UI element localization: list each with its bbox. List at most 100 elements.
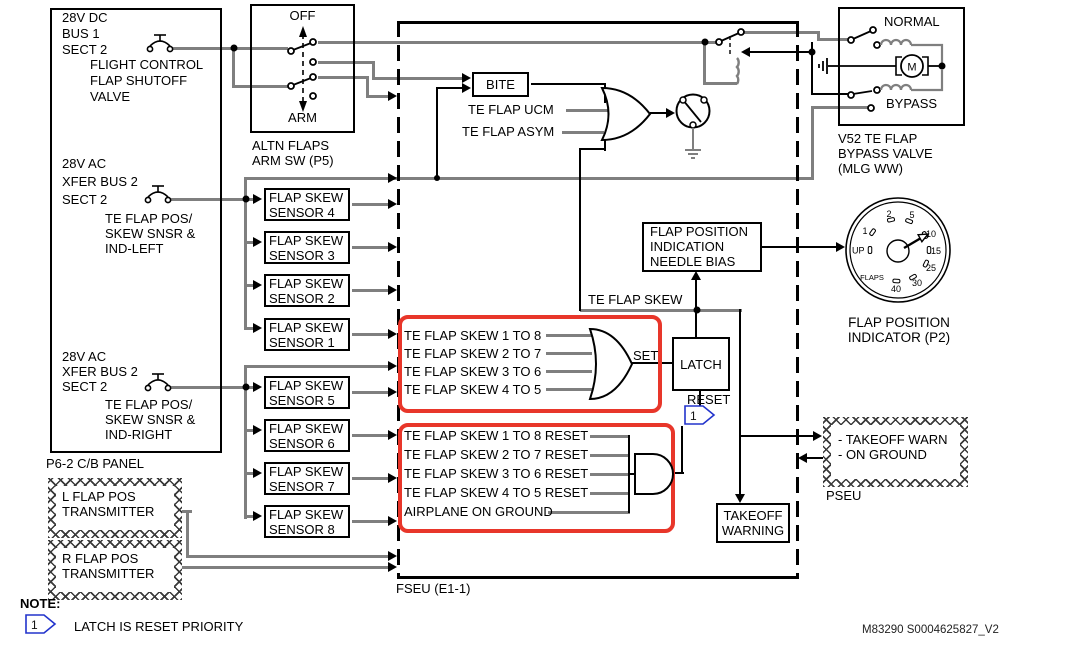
wire (546, 352, 592, 355)
skew-set-input: TE FLAP SKEW 3 TO 6 (404, 364, 542, 379)
wire (245, 241, 255, 244)
or-gate-icon (600, 86, 652, 142)
wire (234, 85, 288, 88)
wire (566, 109, 608, 112)
wire (245, 198, 255, 201)
wire (372, 61, 375, 80)
arrowhead (388, 91, 397, 101)
skew-set-input: TE FLAP SKEW 2 TO 7 (404, 346, 542, 361)
wire (811, 106, 869, 109)
altn-off-label: OFF (289, 8, 316, 23)
relay-coil-icon (735, 57, 740, 85)
arrowhead (388, 199, 397, 209)
cb-ind-left-label: TE FLAP POS/SKEW SNSR &IND-LEFT (105, 211, 196, 256)
wire (372, 77, 462, 80)
wire (245, 386, 255, 389)
wire (604, 138, 606, 151)
normal-label: NORMAL (884, 14, 940, 29)
wire (366, 95, 390, 98)
arrowhead (388, 173, 397, 183)
wire-left-power (246, 177, 814, 180)
wire-te-flap-skew (580, 309, 742, 312)
te-flap-ucm-label: TE FLAP UCM (468, 102, 554, 117)
arrowhead (388, 430, 397, 440)
wire (699, 391, 701, 406)
note-text: LATCH IS RESET PRIORITY (74, 619, 244, 634)
figure-reference: M83290 S0004625827_V2 (862, 624, 999, 636)
svg-text:30: 30 (912, 278, 922, 288)
fseu-label: FSEU (E1-1) (396, 581, 471, 596)
wire (182, 566, 390, 569)
wire (352, 289, 390, 292)
svg-text:5: 5 (909, 210, 914, 220)
wire (352, 520, 390, 523)
latch-box: LATCH (672, 337, 730, 391)
arrowhead (253, 280, 262, 290)
fseu-border-top (397, 21, 799, 24)
wire (436, 87, 462, 89)
wire (352, 391, 390, 394)
reset-label: RESET (687, 392, 731, 407)
arrowhead (388, 473, 397, 483)
wire (590, 473, 630, 476)
wire (811, 42, 813, 52)
svg-text:1: 1 (31, 618, 38, 632)
pseu-signals-label: - TAKEOFF WARN- ON GROUND (838, 432, 948, 462)
wire (817, 31, 820, 41)
skew-set-input: TE FLAP SKEW 4 TO 5 (404, 382, 542, 397)
wire (546, 388, 592, 391)
skew-reset-input: TE FLAP SKEW 2 TO 7 RESET (404, 447, 589, 462)
svg-text:2: 2 (886, 209, 891, 219)
arrowhead (462, 83, 471, 93)
cb-panel-label: P6-2 C/B PANEL (46, 456, 145, 471)
fseu-border-right (796, 21, 799, 579)
skew-set-highlight-box (398, 315, 662, 413)
altn-arm-label: ARM (288, 110, 317, 125)
set-label: SET (633, 348, 659, 363)
wire (232, 47, 235, 88)
arrowhead (253, 468, 262, 478)
wire-feedback (579, 148, 581, 311)
ground-icon (818, 58, 838, 74)
note-flag-icon: 1 (25, 614, 57, 634)
wire (245, 429, 255, 432)
arrowhead (253, 382, 262, 392)
wire (352, 333, 390, 336)
wire (579, 148, 606, 150)
cb-panel-box (50, 8, 222, 453)
svg-text:1: 1 (690, 409, 697, 423)
skew-reset-input: TE FLAP SKEW 1 TO 8 RESET (404, 428, 589, 443)
wire (703, 42, 706, 85)
arrowhead (836, 242, 845, 252)
wire (604, 83, 606, 103)
wire (170, 386, 248, 389)
wire (750, 51, 812, 53)
arrowhead (741, 47, 750, 57)
wire (704, 82, 737, 85)
rotary-switch-icon (675, 93, 711, 129)
wire (318, 76, 368, 79)
skew-reset-input: TE FLAP SKEW 4 TO 5 RESET (404, 485, 589, 500)
r-flap-pos-transmitter-box (48, 540, 182, 600)
wire (366, 76, 369, 97)
arrowhead (388, 516, 397, 526)
wire (531, 83, 606, 85)
wire (811, 106, 814, 180)
arrowhead (388, 562, 397, 572)
wire (801, 457, 823, 459)
wire (739, 435, 815, 437)
arrowhead (388, 387, 397, 397)
arrowhead (253, 425, 262, 435)
wire (352, 477, 390, 480)
